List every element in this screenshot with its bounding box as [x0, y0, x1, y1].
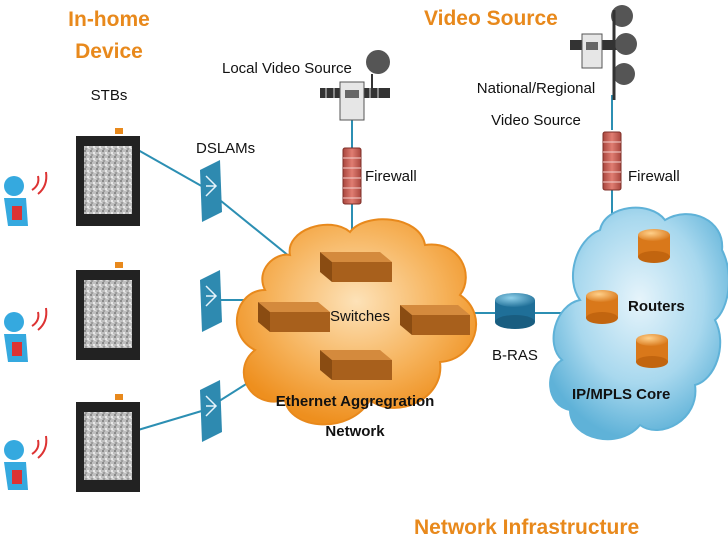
label-national-line2: Video Source [491, 112, 581, 129]
router-bottom [636, 334, 668, 368]
heading-in-home-line1: In-home [68, 8, 150, 31]
bras-router [495, 293, 535, 329]
heading-video-source: Video Source [424, 7, 558, 30]
user-3 [4, 435, 48, 490]
user-2 [4, 307, 48, 362]
dslam-3 [200, 380, 222, 442]
switch-left [258, 302, 330, 332]
local-video-source-equipment [320, 50, 390, 121]
label-dslams: DSLAMs [196, 140, 256, 157]
national-video-source-equipment [570, 5, 637, 100]
label-stbs: STBs [90, 87, 128, 104]
label-ethernet-line1: Ethernet Aggregration [275, 393, 435, 410]
dslam-2 [200, 270, 222, 332]
router-top [638, 229, 670, 263]
ip-mpls-cloud [549, 206, 728, 441]
router-middle [586, 290, 618, 324]
firewall-left [342, 147, 362, 205]
label-switches: Switches [330, 308, 391, 325]
tv-3 [76, 394, 140, 492]
switch-top [320, 252, 392, 282]
label-b-ras: B-RAS [492, 347, 538, 364]
label-national-line1: National/Regional [476, 80, 596, 97]
dslam-1 [200, 160, 222, 222]
label-ip-mpls-core: IP/MPLS Core [572, 386, 671, 403]
label-local-video-source: Local Video Source [222, 60, 352, 77]
heading-in-home-line2: Device [75, 40, 143, 63]
ethernet-cloud [236, 218, 478, 426]
tv-1 [76, 128, 140, 226]
heading-network-infrastructure: Network Infrastructure [414, 516, 640, 539]
tv-2 [76, 262, 140, 360]
label-ethernet-line2: Network [325, 423, 385, 440]
label-firewall-right: Firewall [628, 168, 680, 185]
label-routers: Routers [628, 298, 685, 315]
label-firewall-left: Firewall [365, 168, 417, 185]
switch-right [400, 305, 470, 335]
user-1 [4, 171, 48, 226]
firewall-right [602, 131, 622, 191]
switch-bottom [320, 350, 392, 380]
